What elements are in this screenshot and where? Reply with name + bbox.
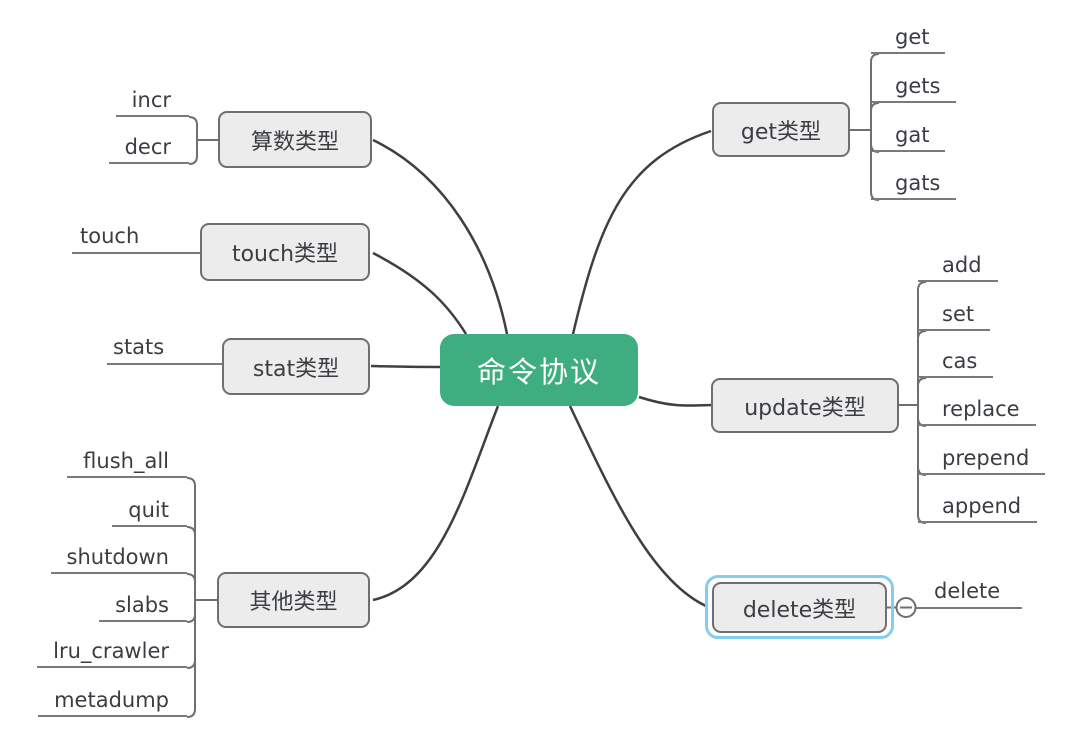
child-node-flush-all[interactable]: flush_all (67, 446, 187, 478)
child-node-gats[interactable]: gats (871, 168, 957, 200)
minus-circle-icon[interactable] (895, 597, 917, 618)
child-node-get[interactable]: get (871, 22, 946, 54)
child-node-cas[interactable]: cas (918, 346, 994, 378)
branch-node-delete[interactable]: delete类型 (712, 582, 887, 633)
root-node[interactable]: 命令协议 (440, 334, 638, 406)
root-branch-curves (370, 129, 713, 608)
single-child-lines (72, 252, 1022, 609)
branch-node-update[interactable]: update类型 (711, 378, 899, 433)
child-node-add[interactable]: add (918, 250, 998, 282)
child-node-gets[interactable]: gets (871, 71, 957, 103)
branch-node-get[interactable]: get类型 (712, 102, 850, 157)
child-node-shutdown[interactable]: shutdown (50, 542, 187, 574)
child-node-append[interactable]: append (918, 491, 1038, 523)
child-node-set[interactable]: set (918, 299, 991, 331)
child-node-delete[interactable]: delete (934, 579, 1001, 603)
child-node-incr[interactable]: incr (115, 85, 189, 117)
child-node-touch[interactable]: touch (80, 224, 140, 248)
child-node-decr[interactable]: decr (108, 132, 189, 164)
branch-node-other[interactable]: 其他类型 (217, 572, 370, 628)
branch-node-stat[interactable]: stat类型 (222, 338, 370, 395)
child-node-gat[interactable]: gat (871, 120, 946, 152)
branch-node-arithmetic[interactable]: 算数类型 (218, 111, 372, 168)
child-node-prepend[interactable]: prepend (918, 443, 1046, 475)
child-node-lru-crawler[interactable]: lru_crawler (37, 636, 187, 668)
child-node-stats[interactable]: stats (113, 335, 165, 359)
child-node-metadump[interactable]: metadump (38, 685, 187, 717)
child-node-quit[interactable]: quit (112, 495, 187, 527)
child-node-replace[interactable]: replace (918, 394, 1036, 426)
child-node-slabs[interactable]: slabs (99, 590, 187, 622)
branch-node-touch[interactable]: touch类型 (200, 223, 370, 281)
